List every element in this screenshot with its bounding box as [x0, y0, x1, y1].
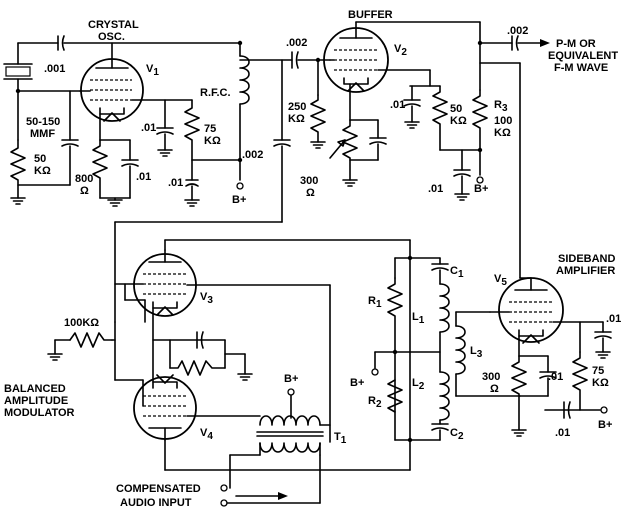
label-bam3: MODULATOR	[4, 407, 75, 419]
label-bplus-buf: B+	[474, 183, 488, 195]
label-r100k: 100KΩ	[64, 317, 99, 329]
sideband-amplifier-stage	[455, 277, 612, 437]
labels: CRYSTAL OSC. V1 .001 50-150 MMF 50 KΩ 80…	[4, 9, 621, 509]
label-r800-a: 800	[75, 173, 93, 185]
label-v2: V2	[394, 43, 407, 58]
label-c01-bufb: .01	[428, 183, 443, 195]
label-c01-buf: .01	[390, 99, 405, 111]
label-bam2: AMPLITUDE	[4, 395, 68, 407]
buffer-stage	[310, 21, 550, 279]
label-l3: L3	[470, 345, 483, 360]
label-out2: EQUIVALENT	[548, 50, 618, 62]
label-osc: OSC.	[98, 31, 125, 43]
label-c01-osc2: .01	[168, 177, 183, 189]
label-bplus-mid: B+	[350, 377, 364, 389]
label-r300-v5-b: Ω	[490, 383, 499, 395]
label-out1: P-M OR	[556, 38, 596, 50]
label-c1: C1	[450, 265, 464, 280]
label-c01-v5k: .01	[548, 371, 563, 383]
label-c01-v5b: .01	[555, 427, 570, 439]
label-buffer: BUFFER	[348, 9, 393, 21]
capacitor-001	[57, 35, 65, 51]
label-v1: V1	[146, 63, 159, 78]
label-c01-v5: .01	[606, 313, 621, 325]
phase-network	[371, 239, 450, 471]
label-bplus-t1: B+	[284, 373, 298, 385]
label-bplus-v5: B+	[598, 419, 612, 431]
label-bplus-osc: B+	[232, 194, 246, 206]
label-c2: C2	[450, 427, 464, 442]
label-crystal: CRYSTAL	[88, 19, 139, 31]
label-rfc: R.F.C.	[200, 87, 231, 99]
label-r3-val-b: KΩ	[494, 127, 511, 139]
label-c002-couple: .002	[286, 37, 307, 49]
label-r75k-b: KΩ	[204, 135, 221, 147]
label-r75k-a: 75	[204, 123, 216, 135]
label-audio1: COMPENSATED	[116, 483, 201, 495]
label-r2: R2	[368, 395, 382, 410]
label-c01-v1k: .01	[136, 171, 151, 183]
label-v4: V4	[200, 427, 213, 442]
label-r50k-buf-a: 50	[450, 103, 462, 115]
label-t1: T1	[334, 431, 347, 446]
label-mmf2: MMF	[30, 128, 55, 140]
label-r3-val-a: 100	[494, 115, 512, 127]
label-r250k-b: KΩ	[288, 113, 305, 125]
label-c002-out: .002	[507, 25, 528, 37]
label-sideband2: AMPLIFIER	[556, 265, 615, 277]
label-r1: R1	[368, 295, 382, 310]
label-bam1: BALANCED	[4, 383, 66, 395]
label-out3: F-M WAVE	[554, 62, 608, 74]
label-v3: V3	[200, 291, 213, 306]
label-r300-a: 300	[300, 175, 318, 187]
label-r75k-v5-a: 75	[592, 365, 604, 377]
label-r75k-v5-b: KΩ	[592, 377, 609, 389]
balanced-modulator-stage	[47, 239, 411, 507]
label-l1: L1	[412, 311, 425, 326]
label-c01-osc: .01	[141, 122, 156, 134]
label-r50k-buf-b: KΩ	[450, 115, 467, 127]
label-audio2: AUDIO INPUT	[120, 497, 192, 509]
label-c001: .001	[44, 63, 65, 75]
label-v5: V5	[494, 273, 507, 288]
label-mmf1: 50-150	[26, 116, 60, 128]
label-r300-b: Ω	[306, 187, 315, 199]
label-r800-b: Ω	[80, 185, 89, 197]
label-r50k-b: KΩ	[34, 165, 51, 177]
label-r250k-a: 250	[288, 101, 306, 113]
label-l2: L2	[412, 377, 425, 392]
label-r300-v5-a: 300	[482, 371, 500, 383]
label-c002-down: .002	[242, 149, 263, 161]
label-r50k-a: 50	[34, 153, 46, 165]
label-sideband1: SIDEBAND	[558, 253, 616, 265]
label-r3: R3	[494, 99, 508, 114]
crystal-oscillator-stage	[3, 35, 331, 323]
